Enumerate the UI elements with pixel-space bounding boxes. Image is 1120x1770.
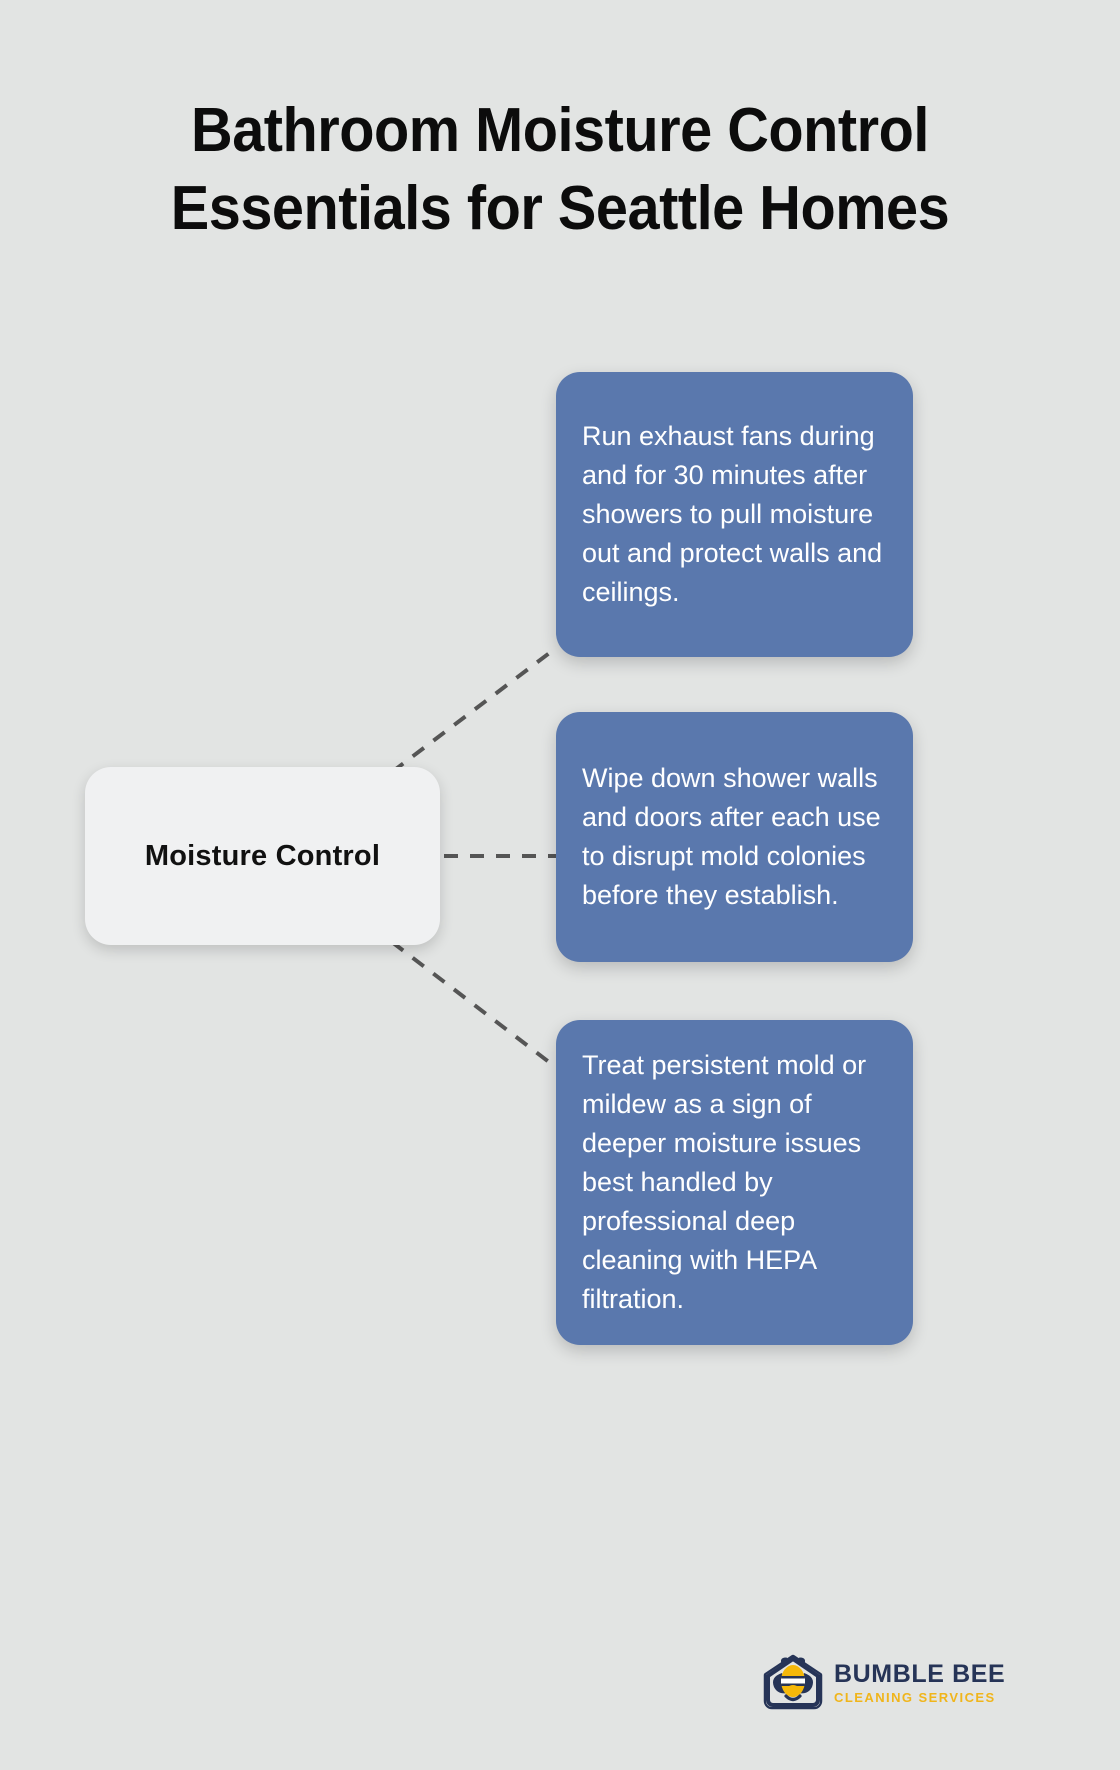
branch-card-exhaust-fans[interactable]: Run exhaust fans during and for 30 minut… <box>556 372 913 657</box>
page-title-line-1: Bathroom Moisture Control <box>191 96 929 165</box>
center-node-label: Moisture Control <box>144 839 381 872</box>
bee-in-house-icon <box>763 1654 823 1710</box>
branch-card-text: Wipe down shower walls and doors after e… <box>582 762 881 911</box>
logo-tagline: CLEANING SERVICES <box>834 1690 996 1705</box>
connector-line-to-card-1 <box>390 646 558 774</box>
center-node[interactable]: Moisture Control <box>85 767 440 945</box>
page-title-line-2: Essentials for Seattle Homes <box>170 173 950 243</box>
diagram: Moisture Control Run exhaust fans during… <box>0 330 1120 1530</box>
connector-line-to-card-3 <box>390 940 564 1074</box>
branch-card-text: Treat persistent mold or mildew as a sig… <box>582 1049 867 1315</box>
brand-logo[interactable]: BUMBLE BEE CLEANING SERVICES <box>760 1652 1050 1714</box>
logo-wordmark: BUMBLE BEE CLEANING SERVICES <box>834 1660 1006 1705</box>
branch-card-persistent-mold[interactable]: Treat persistent mold or mildew as a sig… <box>556 1020 913 1345</box>
logo-name: BUMBLE BEE <box>834 1660 1006 1688</box>
branch-card-wipe-shower[interactable]: Wipe down shower walls and doors after e… <box>556 712 913 962</box>
branch-card-text: Run exhaust fans during and for 30 minut… <box>582 420 883 608</box>
page-title: Bathroom Moisture Control Essentials for… <box>95 92 1025 247</box>
